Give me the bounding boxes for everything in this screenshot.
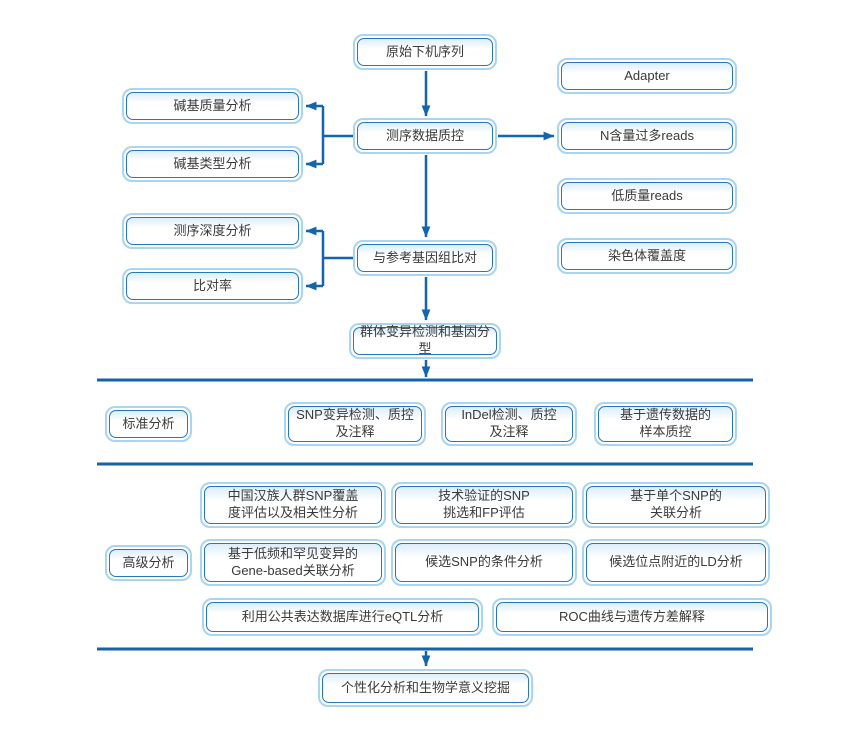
node-n-rich-reads: N含量过多reads — [557, 118, 737, 154]
node-base-type-label: 碱基类型分析 — [126, 150, 299, 178]
node-seq-qc: 测序数据质控 — [353, 118, 497, 154]
node-gene-based-assoc-label: 基于低频和罕见变异的 Gene-based关联分析 — [204, 543, 382, 582]
node-chromosome-coverage: 染色体覆盖度 — [557, 238, 737, 274]
node-mapping-rate-label: 比对率 — [126, 272, 299, 300]
node-validated-snp: 技术验证的SNP 挑选和FP评估 — [391, 482, 577, 528]
node-base-quality: 碱基质量分析 — [122, 88, 303, 124]
node-mapping-rate: 比对率 — [122, 268, 303, 304]
node-gene-based-assoc: 基于低频和罕见变异的 Gene-based关联分析 — [200, 539, 386, 586]
node-low-quality-reads: 低质量reads — [557, 178, 737, 214]
node-chromosome-coverage-label: 染色体覆盖度 — [561, 242, 733, 270]
node-depth-analysis-label: 测序深度分析 — [126, 217, 299, 245]
node-seq-qc-label: 测序数据质控 — [357, 122, 493, 150]
node-align-reference: 与参考基因组比对 — [353, 240, 497, 276]
node-n-rich-reads-label: N含量过多reads — [561, 122, 733, 150]
node-ld-analysis-label: 候选位点附近的LD分析 — [586, 543, 766, 582]
node-validated-snp-label: 技术验证的SNP 挑选和FP评估 — [395, 486, 573, 524]
node-raw-sequence-label: 原始下机序列 — [357, 38, 493, 66]
node-han-snp-coverage: 中国汉族人群SNP覆盖 度评估以及相关性分析 — [200, 482, 386, 528]
node-roc-curve: ROC曲线与遗传方差解释 — [492, 598, 772, 636]
node-han-snp-coverage-label: 中国汉族人群SNP覆盖 度评估以及相关性分析 — [204, 486, 382, 524]
bracket-align-left — [321, 231, 353, 286]
section-advanced-analysis-label: 高级分析 — [109, 549, 188, 577]
node-variant-genotyping: 群体变异检测和基因分型 — [349, 323, 501, 359]
node-eqtl-analysis-label: 利用公共表达数据库进行eQTL分析 — [206, 602, 479, 632]
section-standard-analysis: 标准分析 — [105, 406, 192, 442]
node-eqtl-analysis: 利用公共表达数据库进行eQTL分析 — [202, 598, 483, 636]
node-roc-curve-label: ROC曲线与遗传方差解释 — [496, 602, 768, 632]
node-raw-sequence: 原始下机序列 — [353, 34, 497, 70]
section-standard-analysis-label: 标准分析 — [109, 410, 188, 438]
node-adapter: Adapter — [557, 58, 737, 94]
section-advanced-analysis: 高级分析 — [105, 545, 192, 581]
node-snp-detection-label: SNP变异检测、质控 及注释 — [288, 406, 422, 442]
node-genetic-sample-qc-label: 基于遗传数据的 样本质控 — [598, 406, 733, 442]
node-personalized-label: 个性化分析和生物学意义挖掘 — [322, 673, 529, 703]
node-variant-genotyping-label: 群体变异检测和基因分型 — [353, 324, 497, 356]
bracket-qc-left — [321, 106, 353, 164]
node-indel-detection-label: InDel检测、质控 及注释 — [445, 406, 573, 442]
node-adapter-label: Adapter — [561, 62, 733, 90]
node-snp-detection: SNP变异检测、质控 及注释 — [284, 402, 426, 446]
node-low-quality-reads-label: 低质量reads — [561, 182, 733, 210]
node-genetic-sample-qc: 基于遗传数据的 样本质控 — [594, 402, 737, 446]
node-single-snp-assoc: 基于单个SNP的 关联分析 — [582, 482, 770, 528]
node-base-type: 碱基类型分析 — [122, 146, 303, 182]
node-personalized: 个性化分析和生物学意义挖掘 — [318, 669, 533, 707]
node-ld-analysis: 候选位点附近的LD分析 — [582, 539, 770, 586]
node-depth-analysis: 测序深度分析 — [122, 213, 303, 249]
node-single-snp-assoc-label: 基于单个SNP的 关联分析 — [586, 486, 766, 524]
node-candidate-snp-conditional: 候选SNP的条件分析 — [391, 539, 577, 586]
node-base-quality-label: 碱基质量分析 — [126, 92, 299, 120]
node-indel-detection: InDel检测、质控 及注释 — [441, 402, 577, 446]
node-candidate-snp-conditional-label: 候选SNP的条件分析 — [395, 543, 573, 582]
node-align-reference-label: 与参考基因组比对 — [357, 244, 493, 272]
